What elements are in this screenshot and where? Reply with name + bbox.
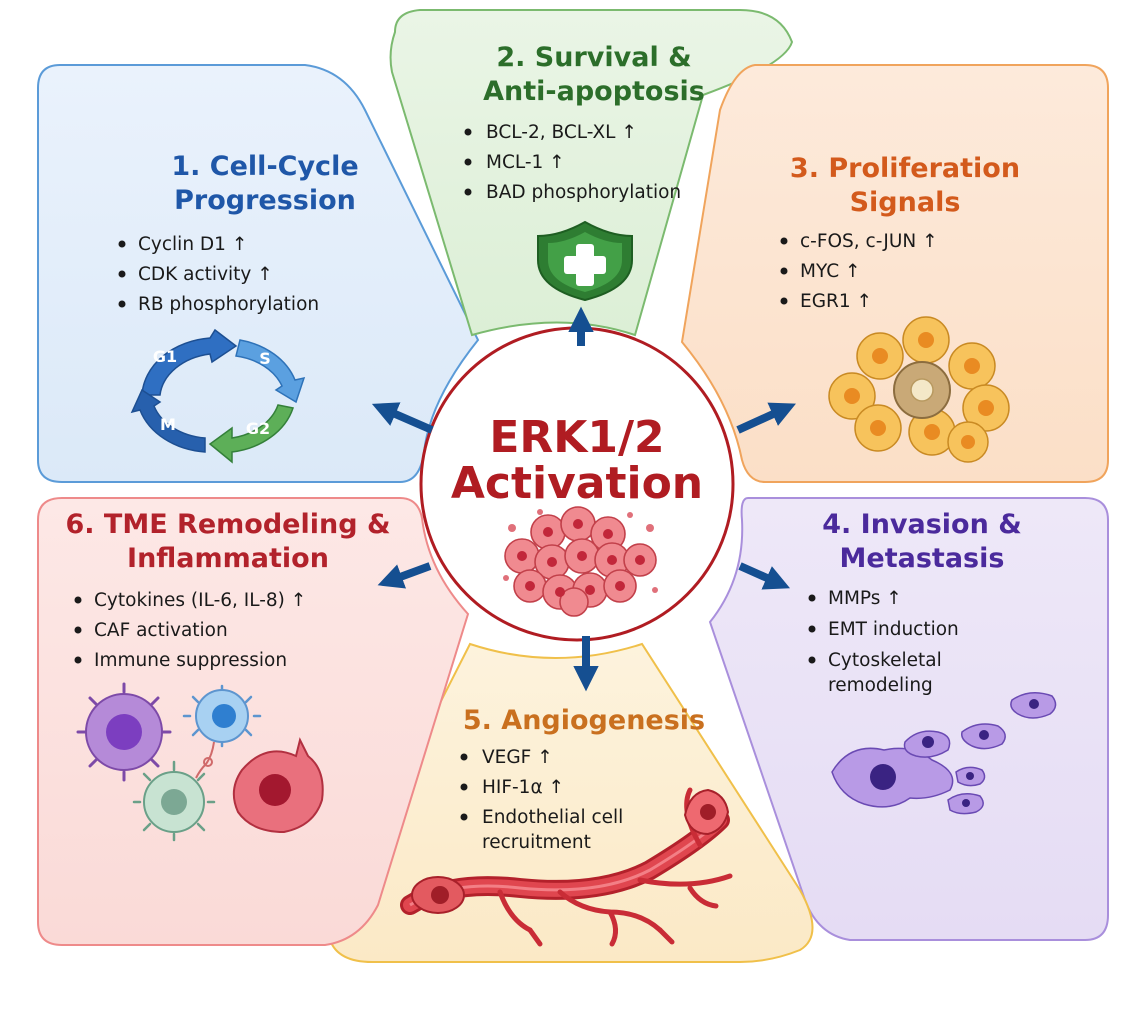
survival-bullet-2: MCL-1 ↑ — [486, 152, 565, 173]
center-title-line2: Activation — [451, 458, 703, 509]
tme-bullets: Cytokines (IL-6, IL-8) ↑ CAF activation … — [74, 590, 306, 671]
tme-title-line1: 6. TME Remodeling & — [65, 509, 390, 540]
cell-cycle-title-line2: Progression — [174, 185, 356, 216]
phase-g1: G1 — [153, 347, 177, 366]
blood-vessel-icon — [400, 787, 733, 947]
proliferation-title-line1: 3. Proliferation — [790, 153, 1020, 184]
invasion-bullet-3-line2: remodeling — [828, 675, 933, 696]
cell-cycle-title-line1: 1. Cell-Cycle — [171, 151, 358, 182]
tme-bullet-3: Immune suppression — [94, 650, 287, 671]
invasion-title-line1: 4. Invasion & — [822, 509, 1022, 540]
invasion-bullet-3-line1: Cytoskeletal — [828, 650, 942, 671]
arrow-down-right — [738, 562, 791, 590]
invasion-bullets: MMPs ↑ EMT induction Cytoskeletal remode… — [808, 588, 959, 696]
survival-title-line2: Anti-apoptosis — [483, 76, 705, 107]
cell-cycle-bullets: Cyclin D1 ↑ CDK activity ↑ RB phosphoryl… — [118, 234, 319, 315]
cell-cycle-bullet-2: CDK activity ↑ — [138, 264, 273, 285]
panel-proliferation — [680, 64, 1109, 483]
tme-bullet-1: Cytokines (IL-6, IL-8) ↑ — [94, 590, 306, 611]
cell-cycle-bullet-1: Cyclin D1 ↑ — [138, 234, 247, 255]
angiogenesis-bullet-2: HIF-1α ↑ — [482, 777, 564, 798]
center-arrows — [371, 306, 796, 692]
invasion-title-line2: Metastasis — [840, 543, 1005, 574]
phase-s: S — [259, 349, 271, 368]
proliferation-bullet-3: EGR1 ↑ — [800, 291, 872, 312]
panel-tme — [37, 497, 470, 946]
phase-m: M — [160, 415, 176, 434]
panel-invasion — [708, 497, 1109, 941]
arrow-up-left — [371, 402, 434, 434]
arrow-up-right — [736, 402, 796, 434]
proliferation-title-line2: Signals — [850, 187, 961, 218]
immune-cells-icon — [76, 682, 324, 842]
cell-cycle-diagram-icon: G1 S G2 M — [130, 328, 306, 464]
phase-g2: G2 — [246, 419, 270, 438]
shield-cross-icon — [537, 220, 633, 302]
angiogenesis-bullet-3-line2: recruitment — [482, 832, 591, 853]
angiogenesis-bullet-1: VEGF ↑ — [482, 747, 553, 768]
cell-cycle-bullet-3: RB phosphorylation — [138, 294, 319, 315]
angiogenesis-bullet-3-line1: Endothelial cell — [482, 807, 623, 828]
proliferation-bullets: c-FOS, c-JUN ↑ MYC ↑ EGR1 ↑ — [780, 231, 938, 312]
angiogenesis-bullets: VEGF ↑ HIF-1α ↑ Endothelial cell recruit… — [460, 747, 623, 853]
survival-bullet-1: BCL-2, BCL-XL ↑ — [486, 122, 637, 143]
tumor-cluster-icon — [503, 506, 658, 617]
survival-bullet-3: BAD phosphorylation — [486, 182, 681, 203]
survival-bullets: BCL-2, BCL-XL ↑ MCL-1 ↑ BAD phosphorylat… — [464, 122, 681, 203]
arrow-down-left — [377, 562, 432, 589]
invasion-bullet-2: EMT induction — [828, 619, 959, 640]
migrating-cells-icon — [831, 692, 1057, 815]
invasion-bullet-1: MMPs ↑ — [828, 588, 902, 609]
tme-bullet-2: CAF activation — [94, 620, 228, 641]
survival-title-line1: 2. Survival & — [496, 42, 691, 73]
angiogenesis-title: 5. Angiogenesis — [463, 705, 705, 736]
proliferation-bullet-2: MYC ↑ — [800, 261, 861, 282]
center-title-line1: ERK1/2 — [489, 412, 664, 463]
proliferation-bullet-1: c-FOS, c-JUN ↑ — [800, 231, 938, 252]
tme-title-line2: Inflammation — [127, 543, 329, 574]
proliferating-cells-icon — [828, 316, 1010, 463]
